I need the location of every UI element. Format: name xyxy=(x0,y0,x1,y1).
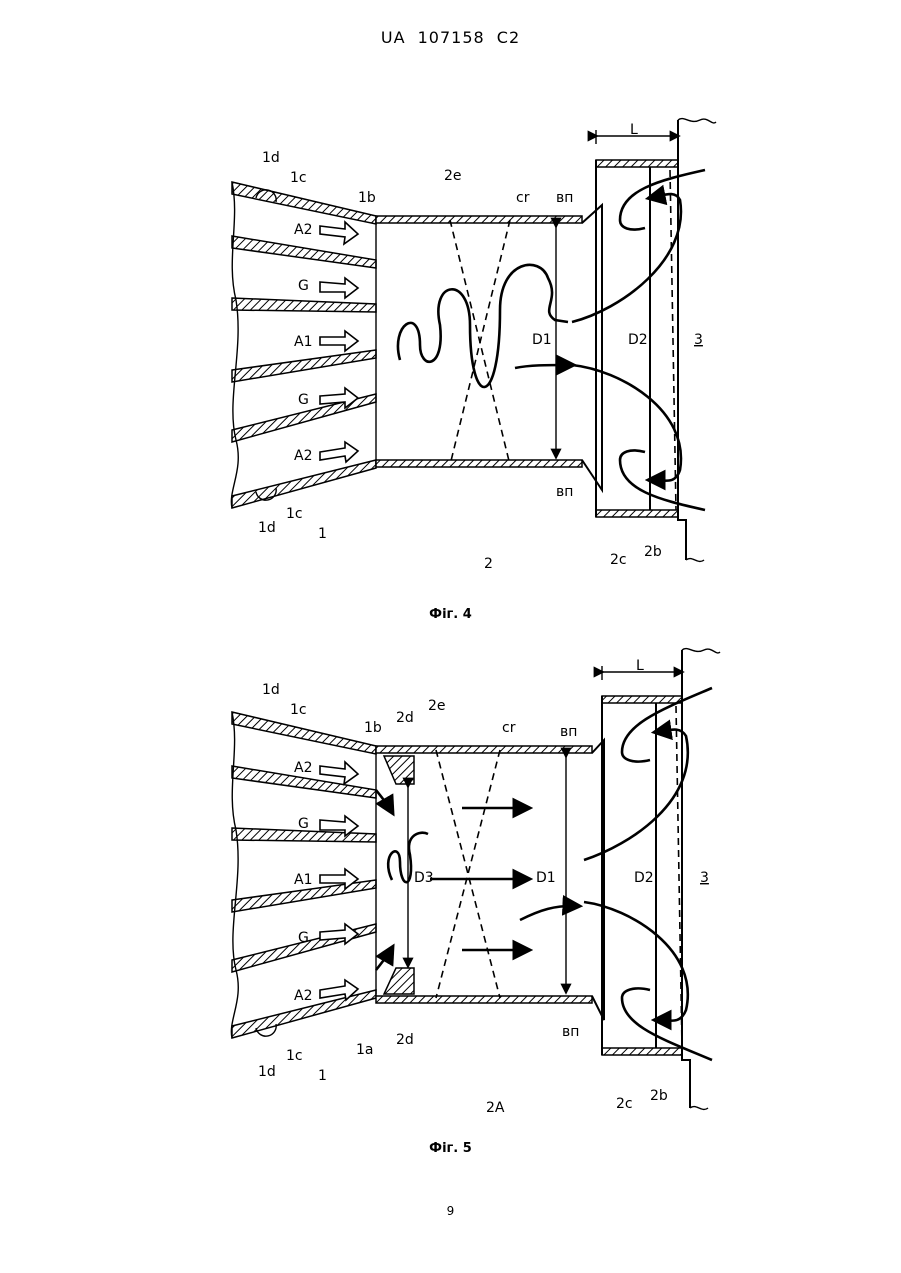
label-1d-top: 1d xyxy=(262,682,280,698)
label-A1: A1 xyxy=(294,872,312,888)
ring-2d-top xyxy=(384,756,414,784)
label-D2: D2 xyxy=(634,870,654,886)
label-1a: 1a xyxy=(356,1042,374,1058)
label-L: L xyxy=(630,122,638,138)
label-1c-top: 1c xyxy=(290,170,307,186)
label-2e: 2e xyxy=(444,168,462,184)
label-G-top: G xyxy=(298,816,309,832)
figure-5-caption: Фіг. 5 xyxy=(0,1141,901,1156)
label-D2: D2 xyxy=(628,332,648,348)
label-2b: 2b xyxy=(650,1088,668,1104)
label-L: L xyxy=(636,658,644,674)
label-2A: 2A xyxy=(486,1100,505,1116)
label-A2-top: A2 xyxy=(294,222,312,238)
label-G-bot: G xyxy=(298,930,309,946)
label-A2-bot: A2 xyxy=(294,448,312,464)
label-D1: D1 xyxy=(536,870,556,886)
inflow-arrows xyxy=(320,762,358,1000)
label-1c-top: 1c xyxy=(290,702,307,718)
label-1: 1 xyxy=(318,1068,327,1084)
figure-5-drawing: 1d 1c 1b 2d 2e cr L вп A2 G A1 G A2 D3 D… xyxy=(0,640,901,1125)
label-A1: A1 xyxy=(294,334,312,350)
document-header: UA 107158 C2 xyxy=(0,28,901,47)
label-A2-bot: A2 xyxy=(294,988,312,1004)
label-cr: cr xyxy=(502,720,516,736)
label-G-top: G xyxy=(298,278,309,294)
label-vp-bot: вп xyxy=(556,484,573,500)
label-2c: 2c xyxy=(610,552,627,568)
ring-2d-bottom xyxy=(384,968,414,994)
label-1c-bot: 1c xyxy=(286,506,303,522)
label-2b: 2b xyxy=(644,544,662,560)
label-1b: 1b xyxy=(358,190,376,206)
figure-4-drawing: 1d 1c 1b 2e cr L вп A2 G A1 G A2 D1 D2 3… xyxy=(0,110,901,580)
label-2d-top: 2d xyxy=(396,710,414,726)
label-vp-bot: вп xyxy=(562,1024,579,1040)
page-number: 9 xyxy=(0,1204,901,1218)
label-cr: cr xyxy=(516,190,530,206)
figure-4: 1d 1c 1b 2e cr L вп A2 G A1 G A2 D1 D2 3… xyxy=(0,110,901,580)
label-2c: 2c xyxy=(616,1096,633,1112)
label-1d-top: 1d xyxy=(262,150,280,166)
label-vp-top: вп xyxy=(560,724,577,740)
label-A2-top: A2 xyxy=(294,760,312,776)
label-1: 1 xyxy=(318,526,327,542)
label-1d-bot: 1d xyxy=(258,1064,276,1080)
label-3: 3 xyxy=(694,332,703,348)
label-2d-bot: 2d xyxy=(396,1032,414,1048)
combustor-tube xyxy=(376,205,602,490)
figure-5: 1d 1c 1b 2d 2e cr L вп A2 G A1 G A2 D3 D… xyxy=(0,640,901,1125)
label-D1: D1 xyxy=(532,332,552,348)
combustor-tube xyxy=(376,740,604,1020)
label-3: 3 xyxy=(700,870,709,886)
label-D3: D3 xyxy=(414,870,434,886)
label-1c-bot: 1c xyxy=(286,1048,303,1064)
label-G-bot: G xyxy=(298,392,309,408)
label-1d-bot: 1d xyxy=(258,520,276,536)
figure-4-caption: Фіг. 4 xyxy=(0,607,901,622)
label-vp-top: вп xyxy=(556,190,573,206)
label-2e: 2e xyxy=(428,698,446,714)
label-1b: 1b xyxy=(364,720,382,736)
label-2: 2 xyxy=(484,556,493,572)
